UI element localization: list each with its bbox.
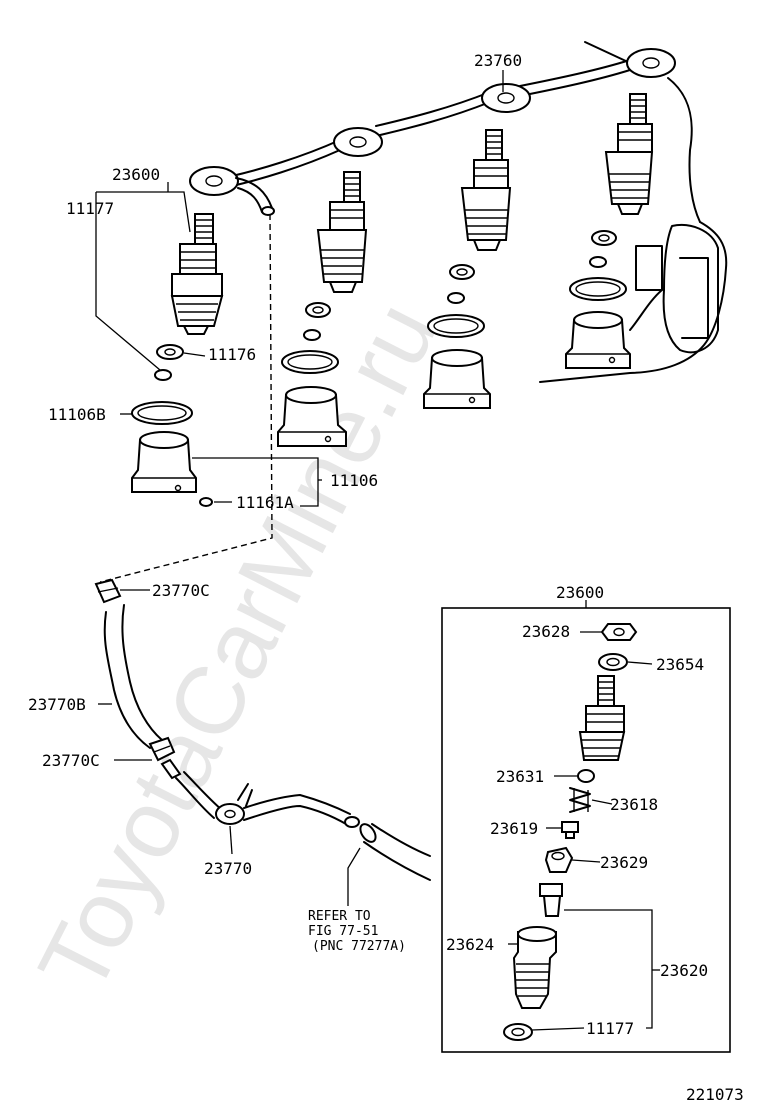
label-23600-box: 23600 — [556, 583, 604, 602]
label-23628: 23628 — [522, 622, 570, 641]
refer-note-line3: (PNC 77277A) — [312, 939, 406, 954]
leader-lines — [95, 70, 660, 1031]
label-23624: 23624 — [446, 935, 494, 954]
refer-note-line2: FIG 77-51 — [308, 924, 378, 939]
label-23619: 23619 — [490, 819, 538, 838]
dashed-route-line — [99, 213, 273, 583]
label-11177-top: 11177 — [66, 199, 114, 218]
label-11176: 11176 — [208, 345, 256, 364]
nozzle-holder-2 — [277, 171, 368, 447]
overflow-pipe — [160, 758, 431, 881]
fuel-hose-assembly — [94, 578, 176, 762]
cylinder-head — [539, 41, 728, 383]
label-11177-box: 11177 — [586, 1019, 634, 1038]
nozzle-holder-3 — [423, 129, 512, 409]
label-23770: 23770 — [204, 859, 252, 878]
label-23631: 23631 — [496, 767, 544, 786]
label-23760: 23760 — [474, 51, 522, 70]
label-23629: 23629 — [600, 853, 648, 872]
exploded-view-frame — [441, 607, 731, 1053]
label-23770B: 23770B — [28, 695, 86, 714]
nozzle-holder-4 — [565, 93, 654, 369]
label-11161A: 11161A — [236, 493, 294, 512]
nozzle-holder-1 — [170, 213, 224, 335]
label-11106: 11106 — [330, 471, 378, 490]
washers-cylinder-1 — [131, 344, 213, 507]
watermark-text: ToyotaCarMine.ru — [18, 286, 457, 1010]
label-23600-top: 23600 — [112, 165, 160, 184]
label-23770C-bottom: 23770C — [42, 751, 100, 770]
label-23620: 23620 — [660, 961, 708, 980]
label-11106B: 11106B — [48, 405, 106, 424]
figure-number: 221073 — [686, 1085, 744, 1104]
label-23770C-top: 23770C — [152, 581, 210, 600]
injection-pipe-assembly — [189, 48, 676, 216]
label-23654: 23654 — [656, 655, 704, 674]
label-23618: 23618 — [610, 795, 658, 814]
refer-note-line1: REFER TO — [308, 909, 371, 924]
